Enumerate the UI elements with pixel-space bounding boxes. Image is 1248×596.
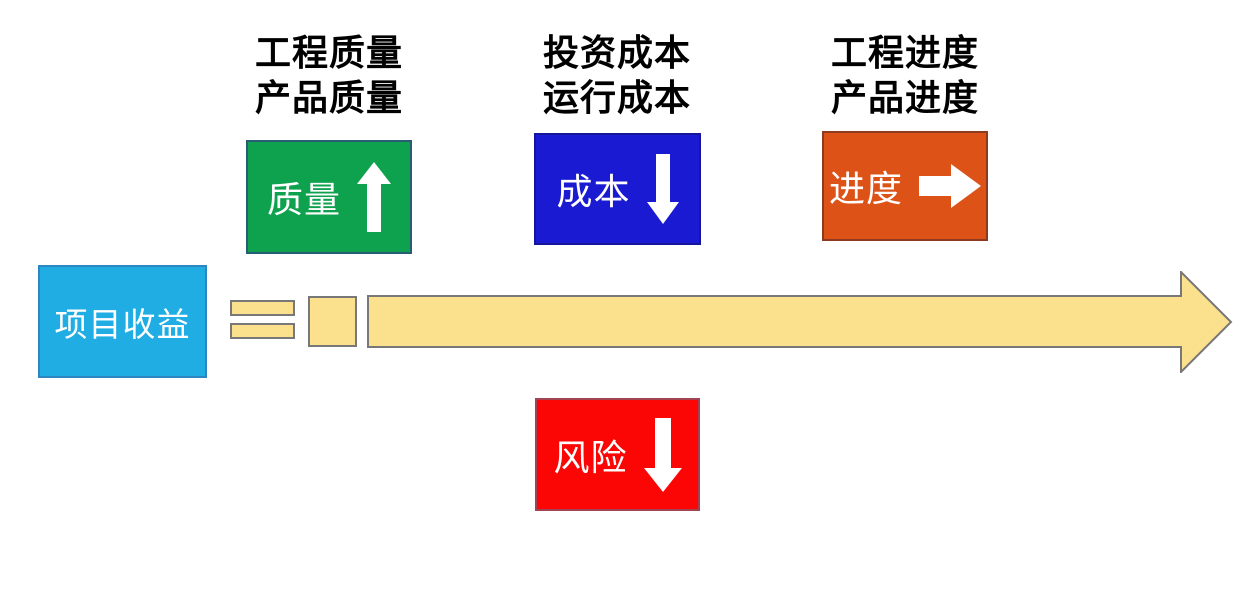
- equals-sign-top-bar: [230, 300, 295, 316]
- risk-box-label: 风险: [553, 436, 628, 478]
- down-arrow-icon: [646, 154, 679, 224]
- cost-heading-line-2: 运行成本: [542, 77, 691, 118]
- equals-sign-bottom-bar: [230, 323, 295, 339]
- progress-box: 进度: [822, 131, 988, 241]
- right-arrow-icon: [919, 164, 981, 208]
- progress-box-label: 进度: [828, 168, 903, 209]
- quality-heading-line-1: 工程质量: [254, 32, 403, 73]
- benefit-box-label: 项目收益: [54, 305, 191, 343]
- quality-heading-line-2: 产品质量: [254, 77, 403, 118]
- quality-box: 质量: [246, 140, 412, 254]
- quality-box-label: 质量: [266, 179, 341, 220]
- timeline-segment: [308, 296, 357, 347]
- risk-box: 风险: [535, 398, 700, 511]
- quality-heading: 工程质量 产品质量: [219, 30, 439, 120]
- up-arrow-icon: [357, 162, 391, 232]
- progress-heading: 工程进度 产品进度: [795, 30, 1015, 120]
- progress-heading-line-1: 工程进度: [830, 32, 979, 73]
- timeline-arrow: [367, 269, 1233, 378]
- cost-box-label: 成本: [556, 171, 631, 212]
- down-arrow-icon: [643, 417, 682, 492]
- progress-heading-line-2: 产品进度: [830, 77, 979, 118]
- benefit-box: 项目收益: [38, 265, 207, 378]
- cost-heading: 投资成本 运行成本: [507, 30, 727, 120]
- cost-box: 成本: [534, 133, 701, 245]
- cost-heading-line-1: 投资成本: [542, 32, 691, 73]
